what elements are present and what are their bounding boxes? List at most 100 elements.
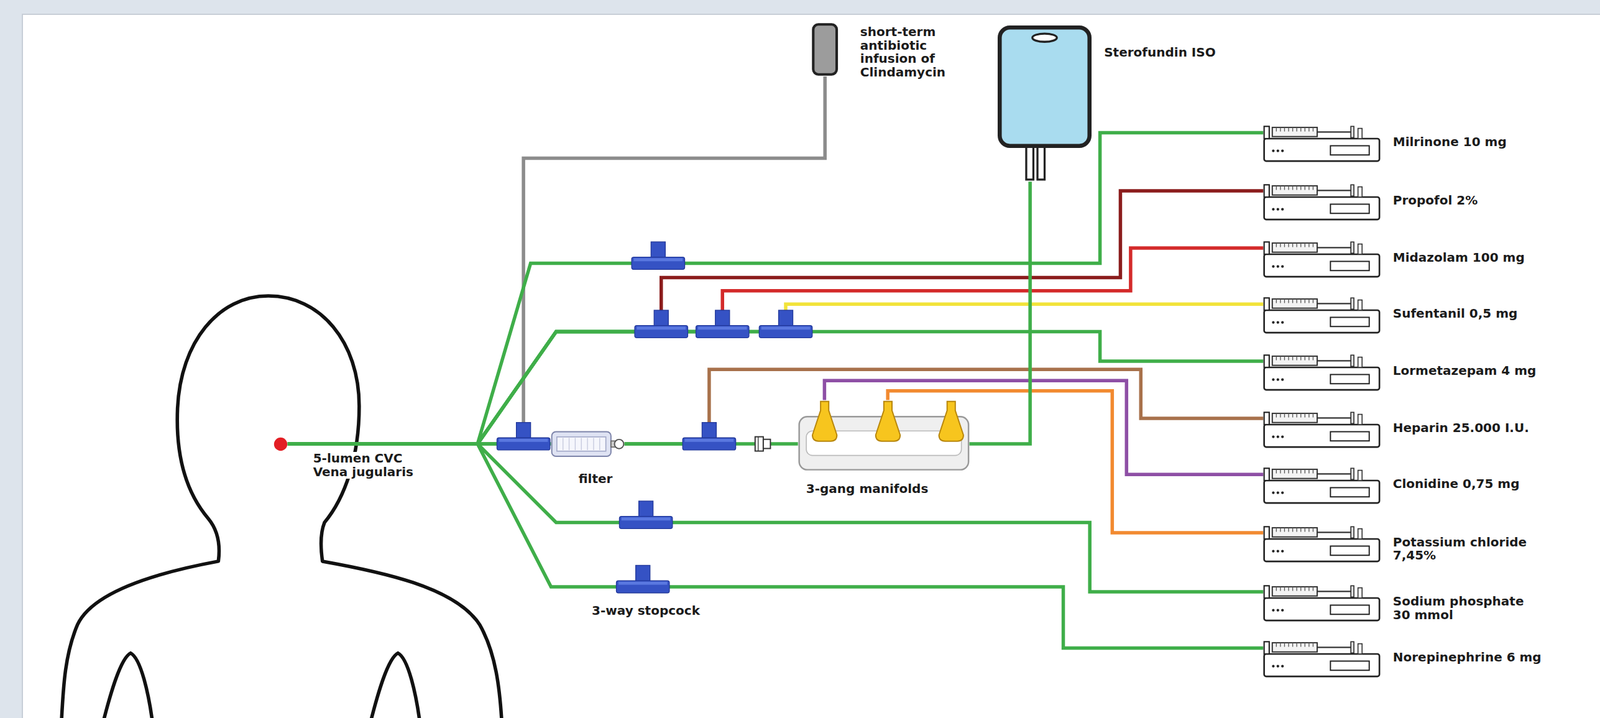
pump-button (1276, 207, 1280, 211)
syringe-tick (1300, 469, 1302, 474)
pump-icon (1263, 410, 1383, 449)
syringe-pump: Heparin 25.000 I.U. (1263, 410, 1383, 449)
tubing-segment (785, 303, 1264, 332)
pump-holder (1264, 184, 1270, 198)
pump-display (1330, 604, 1370, 615)
syringe-tick (1284, 586, 1285, 592)
luer-part (755, 436, 764, 452)
tubing-segment (287, 443, 1264, 592)
pump-button (1276, 491, 1280, 495)
drug-label: Potassium chloride 7,45% (1393, 535, 1536, 563)
syringe-barrel (1272, 642, 1318, 653)
pump-button (1276, 378, 1280, 382)
filter-line (562, 437, 564, 451)
pump-display (1330, 487, 1370, 498)
catheter-dot (274, 436, 288, 451)
syringe-tick (1292, 185, 1293, 191)
plunger-thumb (1350, 468, 1354, 480)
connector-group (287, 76, 1264, 648)
syringe-tick (1312, 356, 1314, 361)
pump-body (1264, 597, 1380, 621)
syringe-tick (1312, 298, 1314, 304)
syringe-tick (1292, 127, 1293, 132)
syringe-pump: Potassium chloride 7,45% (1263, 524, 1383, 564)
tubing-line (287, 331, 1264, 445)
pump-button (1276, 665, 1280, 668)
pump-button (1272, 207, 1275, 211)
syringe-tick (1280, 527, 1282, 533)
pump-display (1330, 431, 1370, 441)
body-outline (60, 295, 502, 718)
syringe-tick (1308, 413, 1310, 418)
syringe-tick (1280, 298, 1282, 304)
syringe-tick (1288, 243, 1290, 248)
syringe-tick (1292, 298, 1293, 304)
syringe-tick (1304, 586, 1306, 592)
pump-clamp (1358, 186, 1363, 197)
pump-holder (1264, 526, 1270, 539)
pump-body (1264, 424, 1380, 447)
syringe-tick (1280, 356, 1282, 361)
syringe-tick (1304, 356, 1306, 361)
label-holder: short-term antibiotic infusion of Clinda… (860, 25, 955, 79)
syringe-tick (1312, 127, 1314, 132)
filter-connector (614, 439, 625, 449)
syringe-tick (1280, 185, 1282, 191)
syringe-tick (1296, 527, 1298, 533)
syringe-pump: Sodium phosphate 30 mmol (1263, 583, 1383, 623)
syringe-tick (1300, 185, 1302, 191)
syringe-tick (1280, 243, 1282, 248)
label-holder: Heparin 25.000 I.U. (1393, 421, 1530, 436)
syringe-tick (1296, 469, 1298, 474)
syringe-tick (1304, 127, 1306, 132)
tubing-segment (287, 331, 1264, 445)
pump-display (1330, 261, 1370, 271)
manifold-icon (798, 400, 970, 472)
pump-clamp (1358, 243, 1363, 254)
syringe-tick (1288, 298, 1290, 304)
syringe-tick (1292, 243, 1293, 248)
pump-button (1272, 435, 1275, 438)
pump-button (1276, 149, 1280, 153)
pump-button (1281, 378, 1284, 382)
drug-label: Heparin 25.000 I.U. (1393, 421, 1530, 436)
pump-icon (1263, 182, 1383, 222)
pump-body (1264, 367, 1380, 390)
syringe-barrel (1272, 469, 1318, 479)
syringe-tick (1292, 469, 1293, 474)
tubing-line (969, 181, 1030, 444)
pump-button (1276, 321, 1280, 324)
pump-icon (1263, 583, 1383, 623)
pump-icon (1263, 239, 1383, 279)
tubing-line (287, 248, 1264, 444)
pump-icon (1263, 353, 1383, 392)
pump-clamp (1358, 588, 1363, 598)
tubing-segment (969, 181, 1030, 444)
syringe-barrel (1272, 127, 1318, 137)
filter-line (593, 437, 595, 451)
plunger-rod (1317, 246, 1351, 249)
syringe-tick (1276, 185, 1277, 191)
patient-figure (60, 295, 502, 718)
syringe-tick (1300, 527, 1302, 533)
plunger-rod (1317, 473, 1351, 475)
pump-icon (1263, 524, 1383, 564)
pump-clamp (1358, 128, 1363, 139)
syringe-tick (1284, 356, 1285, 361)
label-holder: Norepinephrine 6 mg (1393, 650, 1542, 665)
pump-button (1281, 207, 1284, 211)
tubing-line (287, 190, 1264, 444)
syringe-pump: Milrinone 10 mg (1263, 124, 1383, 163)
label-holder: Sodium phosphate 30 mmol (1393, 594, 1536, 622)
filter-line (599, 437, 601, 451)
syringe-tick (1300, 642, 1302, 648)
syringe-tick (1308, 298, 1310, 304)
pump-display (1330, 374, 1370, 384)
syringe-pump: Norepinephrine 6 mg (1263, 639, 1383, 679)
syringe-tick (1276, 243, 1277, 248)
pump-holder (1264, 354, 1270, 368)
syringe-tick (1292, 642, 1293, 648)
pump-holder (1264, 642, 1270, 655)
syringe-tick (1308, 127, 1310, 132)
